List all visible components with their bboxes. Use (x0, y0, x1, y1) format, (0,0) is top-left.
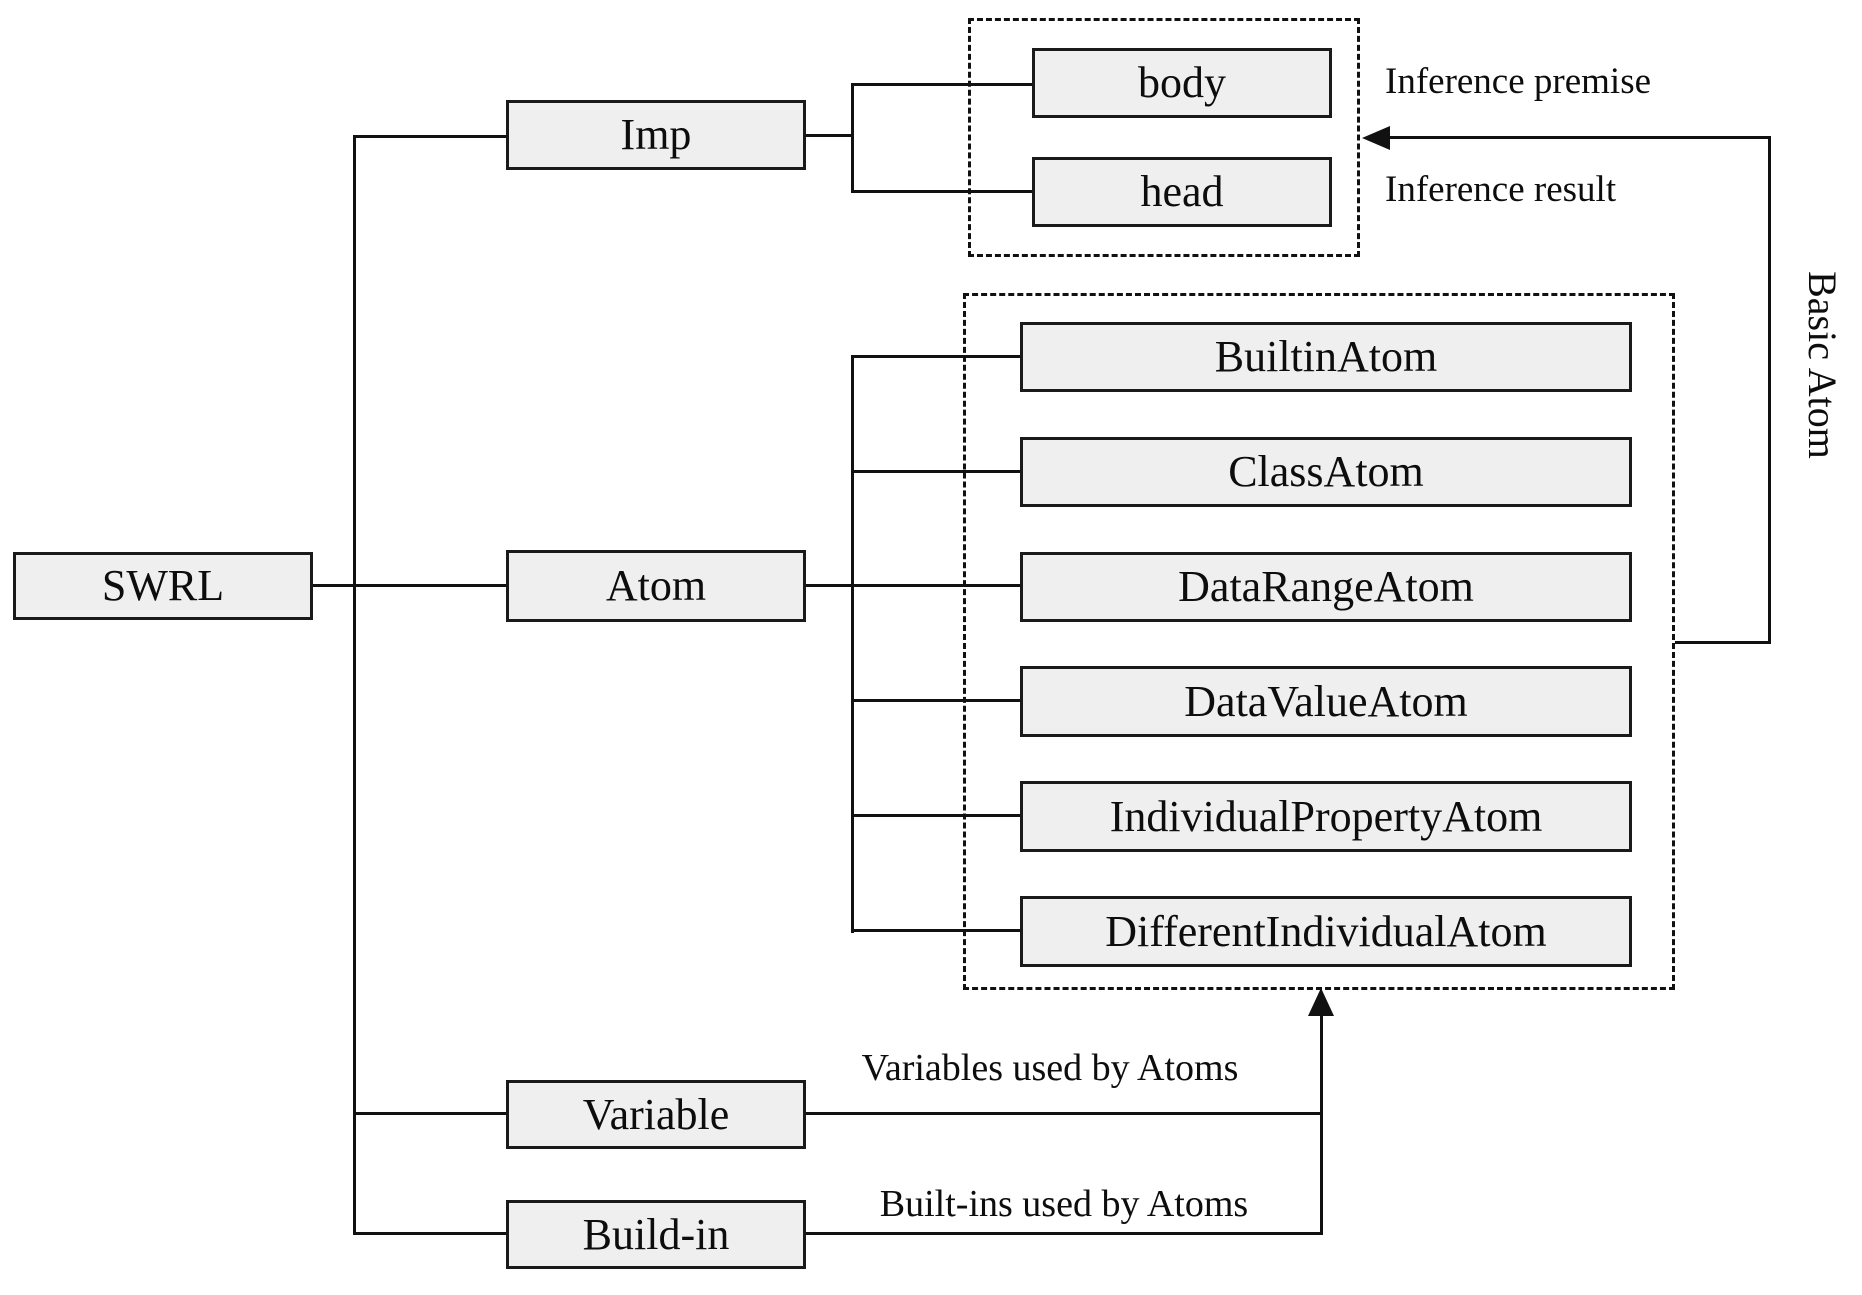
bracket-to-body-line (851, 83, 1032, 86)
up-arrowhead-icon (1308, 988, 1334, 1016)
datavalueatom-label: DataValueAtom (1184, 676, 1468, 726)
inference-premise-label: Inference premise (1385, 61, 1652, 103)
datarangeatom-label: DataRangeAtom (1178, 562, 1474, 611)
builtins-used-label: Built-ins used by Atoms (764, 1183, 1364, 1226)
bracket-to-head-line (851, 190, 1032, 193)
basic-atom-text: Basic Atom (1800, 271, 1845, 459)
head-box: head (1032, 157, 1332, 227)
trunk-vertical-line (353, 135, 356, 1235)
atom-label: Atom (605, 561, 707, 610)
trunk-to-imp-line (353, 135, 506, 138)
classatom-box: ClassAtom (1020, 437, 1632, 507)
basic-atom-bottom-line (1675, 641, 1771, 644)
bracket-to-classatom-line (851, 470, 1020, 473)
atom-bracket-vertical-line (851, 355, 854, 933)
trunk-to-buildin-line (353, 1232, 506, 1235)
swrl-label: SWRL (101, 561, 225, 610)
datavalueatom-box: DataValueAtom (1020, 666, 1632, 737)
atom-to-datarange-line (805, 584, 1020, 587)
variables-used-label: Variables used by Atoms (750, 1047, 1350, 1090)
bracket-to-builtinatom-line (851, 355, 1020, 358)
builtins-used-text: Built-ins used by Atoms (879, 1183, 1249, 1225)
buildin-to-atoms-line (805, 1232, 1323, 1235)
classatom-label: ClassAtom (1228, 447, 1424, 496)
imp-label: Imp (620, 110, 692, 159)
variable-label: Variable (582, 1089, 730, 1139)
inference-result-label: Inference result (1385, 169, 1617, 211)
builtinatom-label: BuiltinAtom (1214, 332, 1438, 381)
swrl-to-atom-line (313, 584, 506, 587)
datarangeatom-box: DataRangeAtom (1020, 552, 1632, 622)
head-label: head (1140, 167, 1224, 216)
atom-box: Atom (506, 550, 806, 622)
bracket-to-individualpropertyatom-line (851, 814, 1020, 817)
inference-premise-text: Inference premise (1385, 61, 1652, 102)
variable-to-atoms-line (805, 1112, 1322, 1115)
variables-used-text: Variables used by Atoms (861, 1047, 1239, 1089)
basic-atom-top-line (1380, 136, 1771, 139)
trunk-to-variable-line (353, 1112, 506, 1115)
inference-result-text: Inference result (1385, 169, 1617, 210)
differentindividualatom-label: DifferentIndividualAtom (1105, 906, 1547, 956)
atom-children-group (963, 293, 1675, 990)
individualpropertyatom-label: IndividualPropertyAtom (1109, 791, 1543, 841)
left-arrowhead-icon (1362, 126, 1390, 150)
imp-children-group (968, 18, 1360, 257)
bracket-to-datavalueatom-line (851, 699, 1020, 702)
variable-box: Variable (506, 1080, 806, 1149)
individualpropertyatom-box: IndividualPropertyAtom (1020, 781, 1632, 852)
basic-atom-label: Basic Atom (1800, 215, 1845, 515)
differentindividualatom-box: DifferentIndividualAtom (1020, 896, 1632, 967)
builtinatom-box: BuiltinAtom (1020, 322, 1632, 392)
body-label: body (1138, 58, 1226, 107)
imp-bracket-vertical-line (851, 83, 854, 193)
basic-atom-vertical-line (1768, 136, 1771, 644)
buildin-label: Build-in (582, 1209, 730, 1259)
body-box: body (1032, 48, 1332, 118)
buildin-box: Build-in (506, 1200, 806, 1269)
bracket-to-differentindividualatom-line (851, 929, 1020, 932)
imp-to-bracket-line (805, 134, 853, 137)
imp-box: Imp (506, 100, 806, 170)
swrl-box: SWRL (13, 552, 313, 620)
up-arrow-vertical-line (1320, 1003, 1323, 1234)
